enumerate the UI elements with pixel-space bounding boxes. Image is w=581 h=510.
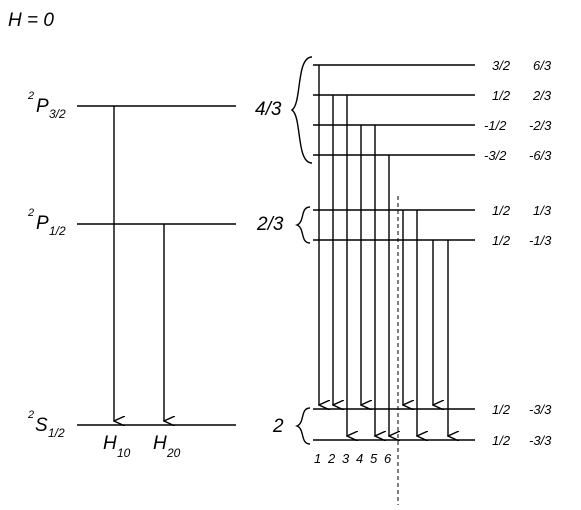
label-h10: H 10 <box>103 433 131 460</box>
svg-text:-3/2: -3/2 <box>484 148 507 163</box>
svg-text:-3/3: -3/3 <box>529 402 552 417</box>
sublevel-labels: 3/2 6/3 1/2 2/3 -1/2 -2/3 -3/2 -6/3 1/2 … <box>484 58 552 448</box>
svg-text:1/2: 1/2 <box>492 402 511 417</box>
label-s12: 2 S 1/2 <box>27 409 65 440</box>
svg-text:1/2: 1/2 <box>492 203 511 218</box>
svg-text:6/3: 6/3 <box>533 58 552 73</box>
svg-text:-2/3: -2/3 <box>529 118 552 133</box>
svg-text:2/3: 2/3 <box>532 88 552 103</box>
svg-text:3/2: 3/2 <box>49 107 66 121</box>
svg-text:1/2: 1/2 <box>492 88 511 103</box>
transitions-p12 <box>403 210 448 436</box>
svg-text:-1/3: -1/3 <box>529 233 552 248</box>
svg-text:1: 1 <box>314 451 321 466</box>
label-p12: 2 P 1/2 <box>27 207 66 238</box>
brace-lower <box>295 407 311 445</box>
svg-text:6: 6 <box>384 451 392 466</box>
transitions-p32 <box>319 65 389 436</box>
svg-text:P: P <box>36 96 49 117</box>
brace-upper <box>290 56 313 164</box>
svg-text:-3/3: -3/3 <box>529 433 552 448</box>
svg-text:1/2: 1/2 <box>49 224 66 238</box>
g-factor-upper: 4/3 <box>255 99 282 120</box>
svg-text:5: 5 <box>370 451 378 466</box>
g-factor-lower: 2 <box>272 416 284 437</box>
svg-text:4: 4 <box>356 451 363 466</box>
svg-text:3: 3 <box>342 451 350 466</box>
svg-text:H: H <box>103 433 117 454</box>
svg-text:P: P <box>36 213 49 234</box>
svg-text:20: 20 <box>166 446 181 460</box>
svg-text:1/2: 1/2 <box>492 433 511 448</box>
svg-text:3/2: 3/2 <box>492 58 511 73</box>
svg-text:10: 10 <box>117 446 131 460</box>
svg-text:2: 2 <box>27 409 34 421</box>
svg-text:1/3: 1/3 <box>533 203 552 218</box>
label-p32: 2 P 3/2 <box>27 90 66 121</box>
svg-text:H: H <box>153 433 167 454</box>
g-factor-middle: 2/3 <box>256 214 284 235</box>
field-condition-label: H = 0 <box>8 10 54 31</box>
svg-text:2: 2 <box>27 90 34 102</box>
label-h20: H 20 <box>153 433 181 460</box>
svg-text:-1/2: -1/2 <box>484 118 507 133</box>
svg-text:2: 2 <box>327 451 336 466</box>
brace-middle <box>295 206 311 244</box>
svg-text:2: 2 <box>27 207 34 219</box>
svg-text:1/2: 1/2 <box>48 426 65 440</box>
transition-numbers: 1 2 3 4 5 6 <box>314 451 392 466</box>
svg-text:1/2: 1/2 <box>492 233 511 248</box>
svg-text:S: S <box>35 415 48 436</box>
svg-text:-6/3: -6/3 <box>529 148 552 163</box>
